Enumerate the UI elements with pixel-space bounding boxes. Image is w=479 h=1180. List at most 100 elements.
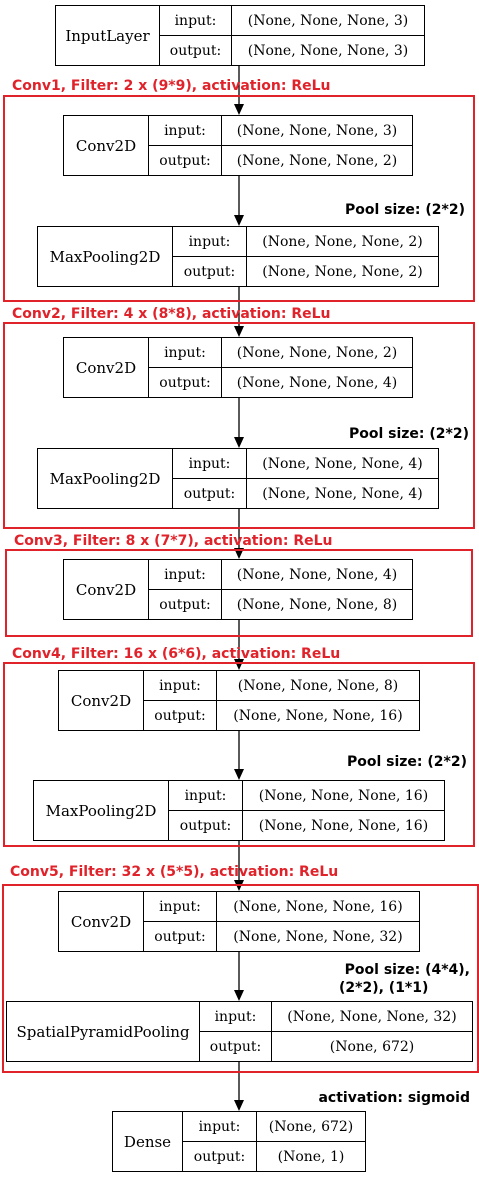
layer-output-row: output: (None, None, None, 3) [160,36,424,65]
group-box-conv1 [3,95,475,302]
input-value: (None, None, None, 16) [258,787,429,804]
input-label: input: [160,6,232,35]
input-label: input: [149,338,222,367]
layer-name: Conv2D [59,671,144,730]
output-label: output: [169,811,243,840]
output-label: output: [200,1032,272,1061]
layer-node-conv2d-1: Conv2D input: (None, None, None, 3) outp… [63,115,413,176]
layer-output-row: output: (None, None, None, 2) [149,146,412,175]
layer-input-row: input: (None, None, None, 16) [169,781,444,811]
output-value: (None, None, None, 3) [247,42,409,59]
layer-input-row: input: (None, None, None, 16) [144,892,419,922]
output-value: (None, None, None, 2) [262,263,423,280]
layer-node-maxpooling2d-3: MaxPooling2D input: (None, None, None, 1… [33,780,445,841]
layer-input-row: input: (None, None, None, 3) [160,6,424,36]
layer-name: Conv2D [59,892,144,951]
layer-name: SpatialPyramidPooling [7,1002,200,1061]
layer-input-row: input: (None, 672) [183,1112,365,1142]
input-label: input: [173,449,247,478]
layer-output-row: output: (None, None, None, 4) [173,479,438,508]
output-label: output: [144,701,217,730]
output-label: output: [149,368,222,397]
output-value: (None, None, None, 32) [233,928,403,945]
input-value: (None, None, None, 8) [237,677,399,694]
group-box-conv2 [3,322,475,529]
layer-name: Conv2D [64,116,149,175]
layer-node-conv2d-3: Conv2D input: (None, None, None, 4) outp… [63,559,413,620]
edge-arrowhead-0 [234,104,244,115]
pool-size-note-1: Pool size: (2*2) [344,202,465,218]
layer-node-conv2d-5: Conv2D input: (None, None, None, 16) out… [58,891,420,952]
output-label: output: [149,590,222,619]
input-label: input: [149,560,222,589]
output-value: (None, None, None, 4) [236,374,398,391]
layer-name: Dense [113,1112,183,1171]
edge-arrowhead-8 [234,990,244,1001]
layer-input-row: input: (None, None, None, 2) [173,227,438,257]
group-label-conv1: Conv1, Filter: 2 x (9*9), activation: Re… [12,78,331,94]
layer-name: Conv2D [64,338,149,397]
output-value: (None, None, None, 16) [233,707,403,724]
output-value: (None, None, None, 4) [262,485,423,502]
input-value: (None, 672) [268,1118,354,1135]
group-box-conv4 [3,662,475,847]
layer-output-row: output: (None, 1) [183,1142,365,1171]
edge-arrowhead-1 [234,215,244,226]
layer-output-row: output: (None, 672) [200,1032,472,1061]
input-value: (None, None, None, 32) [287,1008,457,1025]
layer-node-spatialpyramidpooling: SpatialPyramidPooling input: (None, None… [6,1001,473,1062]
layer-node-maxpooling2d-2: MaxPooling2D input: (None, None, None, 4… [37,448,439,509]
input-label: input: [200,1002,272,1031]
layer-node-input: InputLayer input: (None, None, None, 3) … [55,5,425,66]
layer-input-row: input: (None, None, None, 4) [173,449,438,479]
output-label: output: [183,1142,257,1171]
group-label-conv4: Conv4, Filter: 16 x (6*6), activation: R… [12,646,341,662]
layer-output-row: output: (None, None, None, 32) [144,922,419,951]
layer-output-row: output: (None, None, None, 16) [144,701,419,730]
input-value: (None, None, None, 4) [236,566,398,583]
input-value: (None, None, None, 4) [262,455,423,472]
output-label: output: [149,146,222,175]
edge-arrowhead-2 [234,326,244,337]
edge-arrowhead-6 [234,769,244,780]
pool-size-note-4-line1: Pool size: (4*4), [344,962,470,978]
layer-output-row: output: (None, None, None, 8) [149,590,412,619]
input-value: (None, None, None, 3) [247,12,409,29]
layer-name: Conv2D [64,560,149,619]
activation-note: activation: sigmoid [318,1090,470,1106]
group-box-conv5 [2,884,479,1073]
layer-name: MaxPooling2D [38,227,173,286]
input-label: input: [144,671,217,700]
layer-input-row: input: (None, None, None, 32) [200,1002,472,1032]
edge-arrowhead-3 [234,437,244,448]
input-label: input: [183,1112,257,1141]
layer-name: MaxPooling2D [38,449,173,508]
layer-node-conv2d-2: Conv2D input: (None, None, None, 2) outp… [63,337,413,398]
layer-name: MaxPooling2D [34,781,169,840]
input-value: (None, None, None, 2) [236,344,398,361]
layer-output-row: output: (None, None, None, 2) [173,257,438,286]
input-label: input: [169,781,243,810]
layer-input-row: input: (None, None, None, 4) [149,560,412,590]
group-label-conv3: Conv3, Filter: 8 x (7*7), activation: Re… [14,533,333,549]
edge-arrowhead-9 [234,1100,244,1111]
output-value: (None, None, None, 16) [258,817,429,834]
output-label: output: [144,922,217,951]
pool-size-note-2: Pool size: (2*2) [348,426,469,442]
input-value: (None, None, None, 16) [233,898,403,915]
layer-output-row: output: (None, None, None, 4) [149,368,412,397]
layer-node-dense: Dense input: (None, 672) output: (None, … [112,1111,366,1172]
output-label: output: [160,36,232,65]
pool-size-note-4-line2: (2*2), (1*1) [339,980,429,996]
layer-input-row: input: (None, None, None, 3) [149,116,412,146]
layer-input-row: input: (None, None, None, 8) [144,671,419,701]
input-value: (None, None, None, 3) [236,122,398,139]
input-label: input: [149,116,222,145]
output-value: (None, None, None, 2) [236,152,398,169]
group-box-conv3 [5,549,473,637]
pool-size-note-3: Pool size: (2*2) [346,754,467,770]
output-label: output: [173,257,247,286]
output-value: (None, 672) [329,1038,415,1055]
